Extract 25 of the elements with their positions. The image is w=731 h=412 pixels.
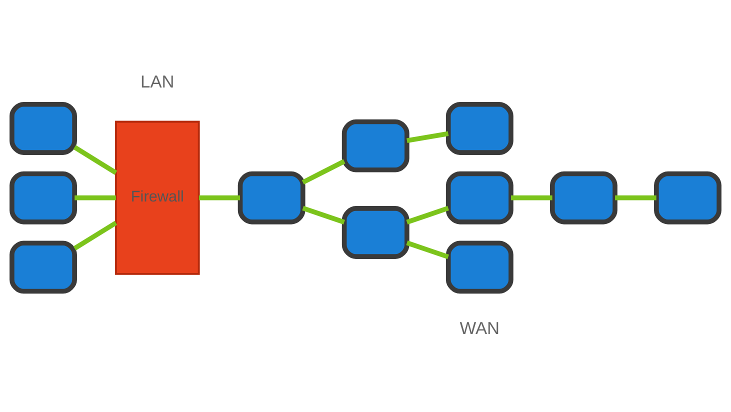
connector (406, 130, 449, 143)
node-monitor (446, 101, 514, 154)
connector (74, 194, 116, 200)
connector (615, 194, 656, 200)
connector (198, 194, 240, 200)
node-monitor (550, 170, 618, 224)
node-monitor (10, 101, 77, 154)
connector (406, 240, 450, 259)
connector (406, 205, 450, 224)
connector (73, 220, 118, 250)
connector (510, 194, 552, 200)
connector (73, 144, 118, 174)
label: LAN (140, 70, 174, 91)
node-monitor (654, 170, 722, 224)
connector (302, 205, 345, 224)
node-monitor (10, 240, 77, 294)
node-monitor (446, 240, 514, 294)
node-monitor (10, 170, 77, 224)
node-monitor (342, 118, 410, 172)
connector (302, 158, 346, 184)
node-monitor (342, 206, 410, 258)
node-monitor (446, 170, 514, 224)
label: WAN (460, 318, 500, 338)
node-box: Firewall (115, 120, 200, 274)
node-monitor (238, 170, 306, 224)
